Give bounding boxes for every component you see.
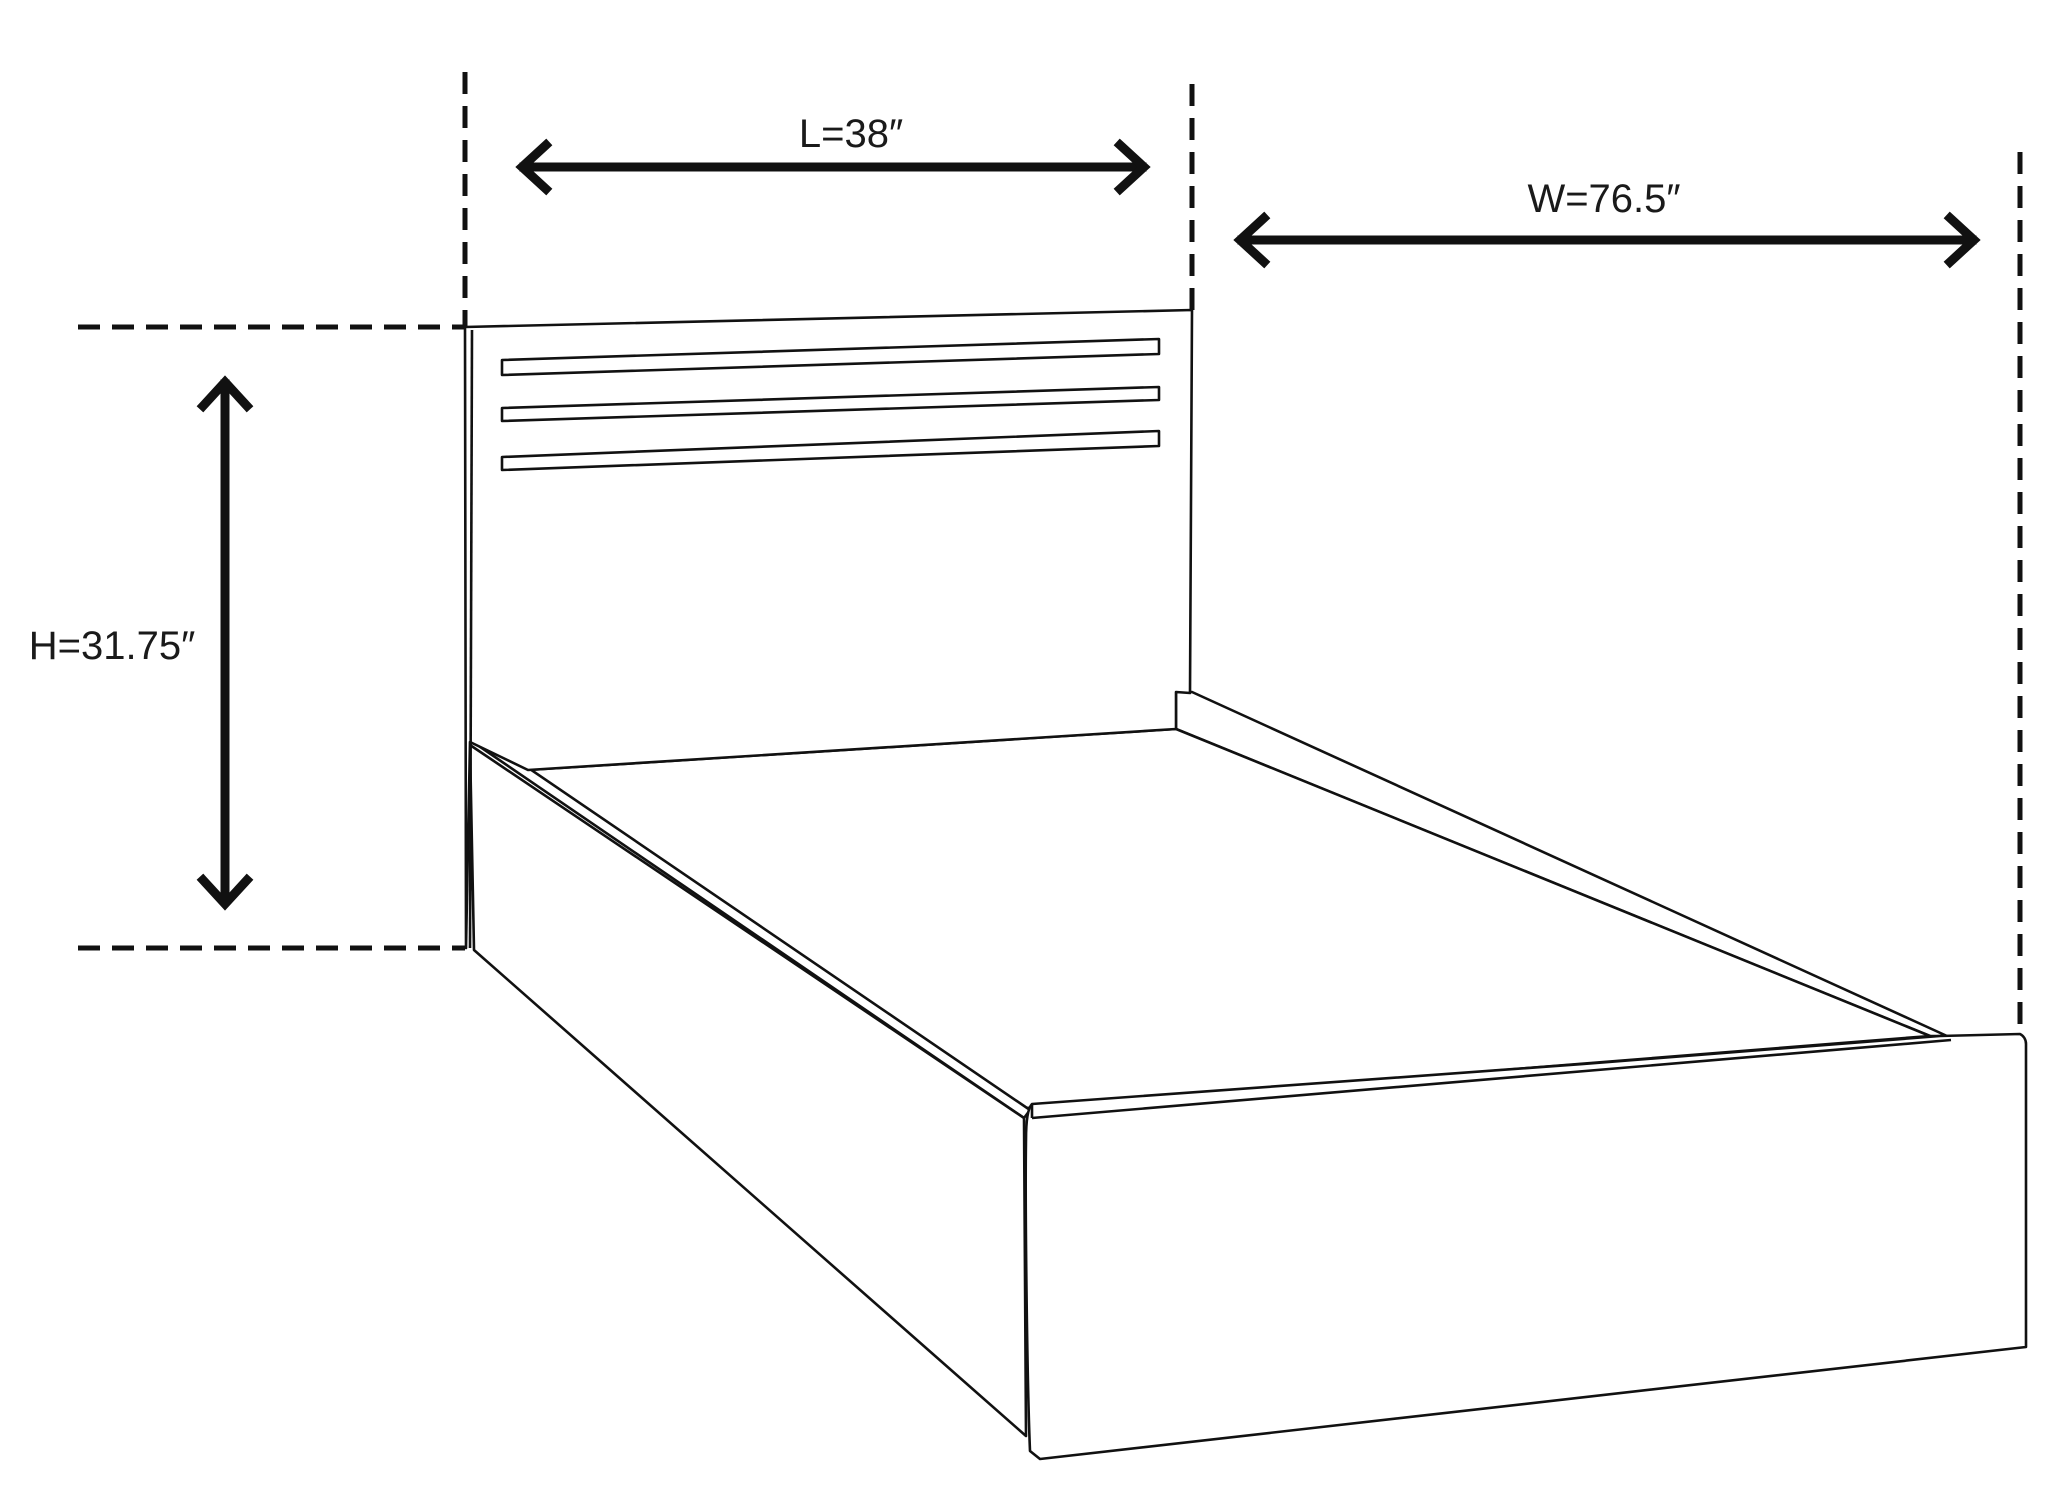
- height-arrow-top-head: [196, 375, 254, 413]
- width-label: W=76.5″: [1527, 177, 1680, 221]
- height-label: H=31.75″: [29, 624, 196, 668]
- length-arrow-left-head: [515, 138, 553, 196]
- headboard: [463, 308, 1194, 950]
- length-arrow-right-head: [1113, 138, 1151, 196]
- headboard-slot-3: [500, 429, 1161, 472]
- length-dimension: L=38″: [515, 112, 1151, 196]
- headboard-slot-1: [500, 337, 1161, 377]
- footboard: [1024, 1032, 2028, 1461]
- width-dimension: W=76.5″: [1233, 177, 1981, 269]
- length-label: L=38″: [799, 112, 903, 156]
- footboard-top-edge: [1031, 1038, 1952, 1120]
- bed-drawing: [463, 308, 2028, 1461]
- extension-lines: [78, 72, 2023, 1030]
- headboard-front-edge: [468, 329, 474, 949]
- headboard-slot-2: [500, 385, 1161, 423]
- width-arrow-left-head: [1233, 211, 1271, 269]
- height-dimension: H=31.75″: [29, 375, 254, 911]
- height-arrow-bottom-head: [196, 873, 254, 911]
- width-arrow-right-head: [1943, 211, 1981, 269]
- left-side-rail-face: [468, 743, 1028, 1438]
